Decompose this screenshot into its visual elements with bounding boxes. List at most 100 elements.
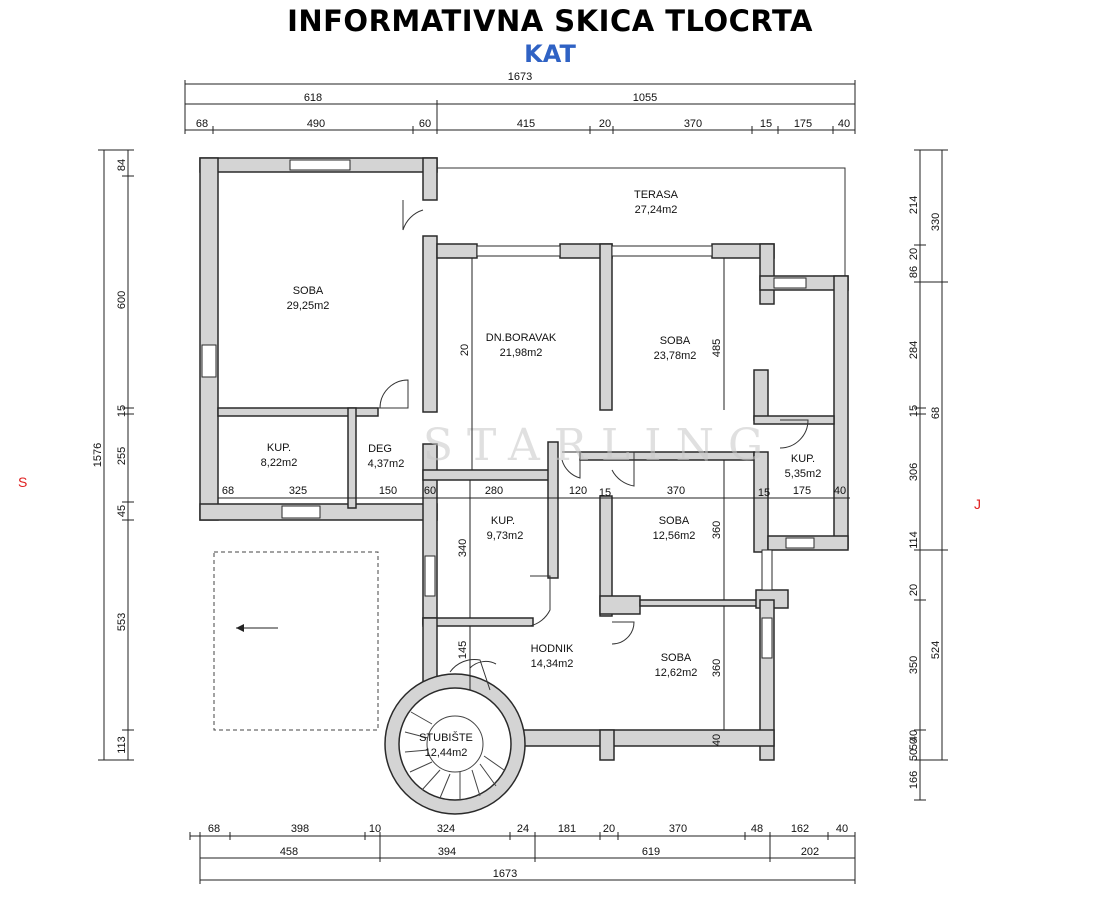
dim-right-outer-2: 524 xyxy=(930,641,942,659)
dim-int-soba3-v2: 40 xyxy=(711,734,723,746)
dim-int-hodnik-v: 145 xyxy=(457,641,469,659)
dim-bottom1-9: 162 xyxy=(791,823,809,835)
dim-top3-8: 40 xyxy=(838,118,850,130)
dim-right-12: 40 xyxy=(908,730,920,742)
room-area: 27,24m2 xyxy=(635,204,678,216)
dim-bottom1-3: 324 xyxy=(437,823,455,835)
dim-top3-5: 370 xyxy=(684,118,702,130)
watermark: STARLING xyxy=(423,420,777,471)
dim-right-9: 166 xyxy=(908,771,920,789)
side-label-right: J xyxy=(974,496,981,512)
dim-right-6: 114 xyxy=(908,531,920,549)
dim-top-total: 1673 xyxy=(508,71,532,83)
dim-top3-6: 15 xyxy=(760,118,772,130)
room-name: HODNIK xyxy=(531,643,574,655)
dim-right-1: 20 xyxy=(908,248,920,260)
dim-top3-0: 68 xyxy=(196,118,208,130)
dim-left-3: 255 xyxy=(116,447,128,465)
dim-int-5: 120 xyxy=(569,485,587,497)
dim-top-618: 618 xyxy=(304,92,322,104)
dim-int-soba2-v: 360 xyxy=(711,521,723,539)
room-area: 12,56m2 xyxy=(653,530,696,542)
room-labels: TERASA 27,24m2 SOBA 29,25m2 DN.BORAVAK 2… xyxy=(261,189,822,759)
room-area: 9,73m2 xyxy=(487,530,524,542)
dim-left-6: 113 xyxy=(116,736,128,754)
dim-top-1055: 1055 xyxy=(633,92,657,104)
dim-int-8: 15 xyxy=(758,487,770,499)
dim-top3-2: 60 xyxy=(419,118,431,130)
dim-top3-7: 175 xyxy=(794,118,812,130)
room-area: 4,37m2 xyxy=(368,458,405,470)
dim-int-6: 15 xyxy=(599,487,611,499)
dim-left-2: 15 xyxy=(116,405,128,417)
top-dimension-chains: 1673 618 1055 68 490 60 415 20 370 15 17… xyxy=(184,71,856,134)
room-name: SOBA xyxy=(661,652,692,664)
dim-left-total: 1576 xyxy=(92,443,104,467)
dim-top3-1: 490 xyxy=(307,118,325,130)
dim-int-7: 370 xyxy=(667,485,685,497)
room-name: KUP. xyxy=(491,515,515,527)
room-name: KUP. xyxy=(791,453,815,465)
doors xyxy=(378,200,809,691)
dim-bottom-total: 1673 xyxy=(493,868,517,880)
room-name: DN.BORAVAK xyxy=(486,332,557,344)
walls xyxy=(199,157,849,815)
left-dimension-chains: 1576 84 600 15 255 45 553 113 xyxy=(92,149,134,761)
dim-bottom2-3: 202 xyxy=(801,846,819,858)
room-area: 29,25m2 xyxy=(287,300,330,312)
arrow-left-icon xyxy=(236,624,278,632)
dim-right-7: 20 xyxy=(908,584,920,596)
dim-bottom1-7: 370 xyxy=(669,823,687,835)
room-area: 8,22m2 xyxy=(261,457,298,469)
room-name: SOBA xyxy=(659,515,690,527)
dim-bottom2-2: 619 xyxy=(642,846,660,858)
dim-right-outer-0: 330 xyxy=(930,213,942,231)
dim-right-10: 50 xyxy=(908,749,920,761)
dim-int-9: 175 xyxy=(793,485,811,497)
dim-right-5: 306 xyxy=(908,463,920,481)
room-name: SOBA xyxy=(293,285,324,297)
dim-int-2: 150 xyxy=(379,485,397,497)
dim-int-soba-v: 485 xyxy=(711,339,723,357)
ground-outline xyxy=(213,551,379,731)
dim-int-kup-v: 340 xyxy=(457,539,469,557)
interior-dimensions: 68 325 150 60 280 120 15 370 15 175 40 2… xyxy=(218,258,850,746)
dim-bottom1-1: 398 xyxy=(291,823,309,835)
dim-bottom1-5: 181 xyxy=(558,823,576,835)
dim-bottom2-1: 394 xyxy=(438,846,456,858)
bottom-dimension-chains: 68 398 10 324 24 181 20 370 48 162 40 45… xyxy=(189,823,856,884)
side-label-left: S xyxy=(18,474,28,490)
dim-bottom1-10: 40 xyxy=(836,823,848,835)
dim-bottom1-2: 10 xyxy=(369,823,381,835)
dim-left-0: 84 xyxy=(116,159,128,171)
dim-int-soba3-v: 360 xyxy=(711,659,723,677)
dim-right-4: 15 xyxy=(908,405,920,417)
dim-int-3: 60 xyxy=(424,485,436,497)
room-name: SOBA xyxy=(660,335,691,347)
floor-label: KAT xyxy=(524,40,576,68)
dim-bottom1-8: 48 xyxy=(751,823,763,835)
plan-title: INFORMATIVNA SKICA TLOCRTA xyxy=(287,4,813,38)
room-area: 12,62m2 xyxy=(655,667,698,679)
room-name: STUBIŠTE xyxy=(419,731,473,744)
dim-bottom1-0: 68 xyxy=(208,823,220,835)
room-area: 23,78m2 xyxy=(654,350,697,362)
dim-int-4: 280 xyxy=(485,485,503,497)
dim-left-1: 600 xyxy=(116,291,128,309)
room-name: TERASA xyxy=(634,189,679,201)
dim-top3-3: 415 xyxy=(517,118,535,130)
windows xyxy=(201,159,815,659)
room-name: KUP. xyxy=(267,442,291,454)
right-dimension-chains: 214 20 86 284 15 306 114 20 350 166 50 5… xyxy=(908,149,948,801)
room-area: 21,98m2 xyxy=(500,347,543,359)
room-area: 5,35m2 xyxy=(785,468,822,480)
dim-right-2: 86 xyxy=(908,266,920,278)
dim-int-boravak: 20 xyxy=(459,344,471,356)
dim-int-0: 68 xyxy=(222,485,234,497)
dim-left-4: 45 xyxy=(116,505,128,517)
dim-top3-4: 20 xyxy=(599,118,611,130)
room-name: DEG xyxy=(368,443,392,455)
dim-bottom1-6: 20 xyxy=(603,823,615,835)
room-area: 12,44m2 xyxy=(425,747,468,759)
